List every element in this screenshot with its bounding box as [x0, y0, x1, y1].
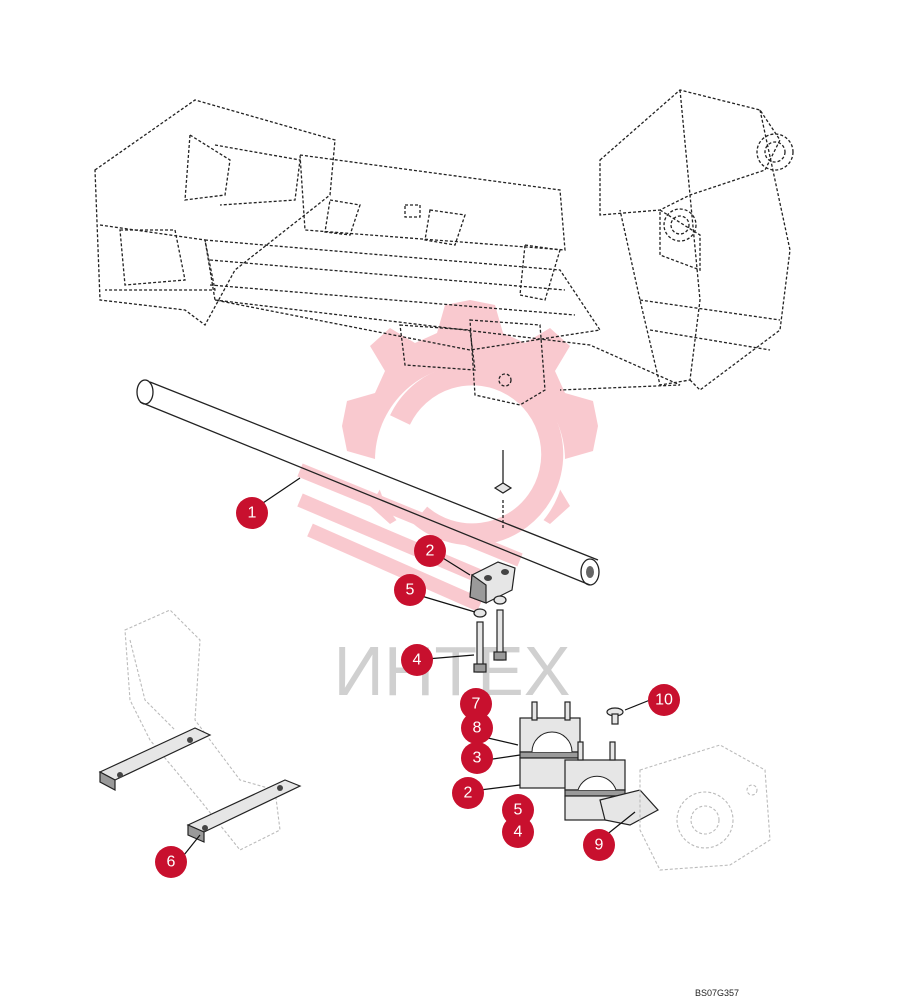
- clamp-half: [469, 561, 516, 604]
- left-support-frame: [124, 609, 281, 851]
- callout-label: 2: [464, 785, 473, 802]
- watermark-logo: [297, 300, 598, 612]
- callout-label: 10: [655, 692, 673, 709]
- callout-label: 9: [595, 837, 604, 854]
- callout-8: 8: [461, 712, 493, 744]
- callout-3: 3: [461, 742, 493, 774]
- callout-label: 8: [473, 720, 482, 737]
- lower-clamp-assembly: [519, 701, 659, 826]
- callout-1: 1: [236, 497, 268, 529]
- bolts: [473, 609, 507, 673]
- callout-9: 9: [583, 829, 615, 861]
- upper-fastener: [493, 450, 513, 530]
- callout-5-lower: 5: [502, 794, 534, 826]
- drawing-code: BS07G357: [695, 988, 740, 998]
- callout-label: 7: [472, 696, 481, 713]
- callout-label: 1: [248, 505, 257, 522]
- callout-6: 6: [155, 846, 187, 878]
- callout-4-lower: 4: [502, 816, 534, 848]
- main-frame: [94, 89, 794, 406]
- callout-label: 4: [413, 652, 422, 669]
- leader-lines: [179, 477, 651, 861]
- callout-label: 3: [473, 750, 482, 767]
- right-housing: [639, 744, 771, 871]
- watermark-text: ИНТЕХ: [333, 632, 570, 710]
- callout-label: 5: [514, 802, 523, 819]
- callout-label: 2: [426, 543, 435, 560]
- callout-label: 6: [167, 854, 176, 871]
- callout-2-upper: 2: [414, 535, 446, 567]
- callout-7: 7: [460, 688, 492, 720]
- callout-10: 10: [648, 684, 680, 716]
- callout-label: 5: [406, 582, 415, 599]
- support-plates: [98, 727, 302, 843]
- callout-5-upper: 5: [394, 574, 426, 606]
- callout-2-lower: 2: [452, 777, 484, 809]
- callout-label: 4: [514, 824, 523, 841]
- shaft: [136, 379, 600, 586]
- callout-4-upper: 4: [401, 644, 433, 676]
- lock-washers: [473, 595, 507, 618]
